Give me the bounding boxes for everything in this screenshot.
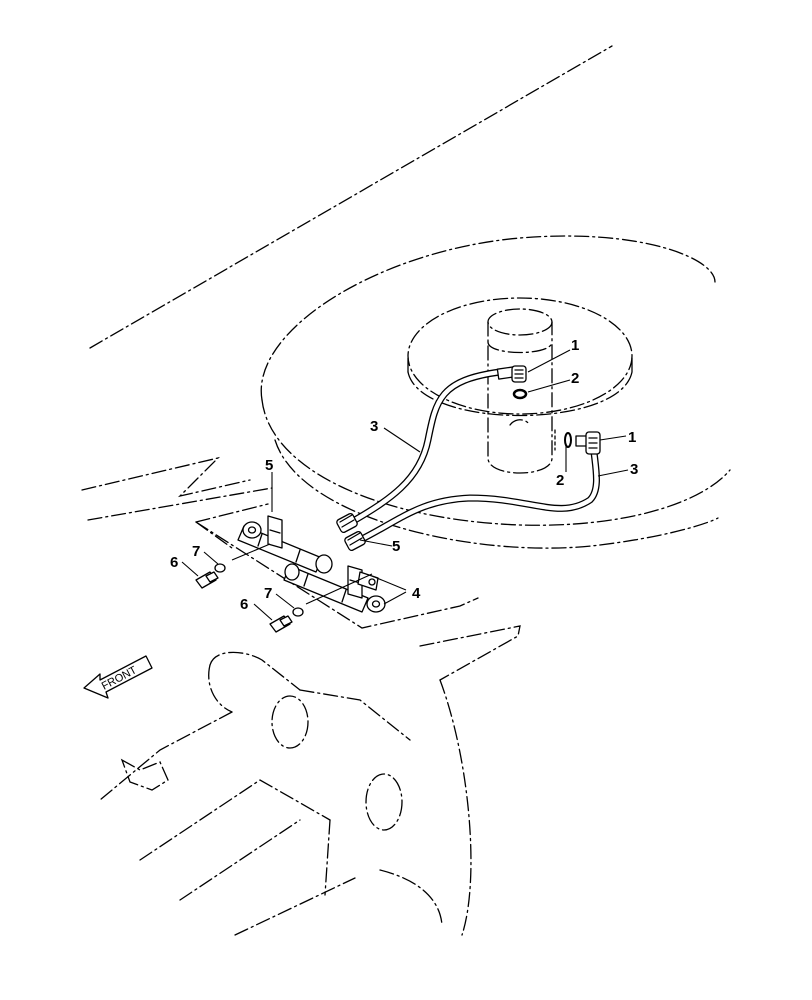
callout-1-right: 1 [628, 429, 636, 446]
leader-lines [181, 349, 629, 621]
washer-upper [214, 563, 226, 573]
elbow-fitting-right [575, 431, 601, 455]
callout-5-upper: 5 [265, 457, 273, 474]
lower-frame-outline [81, 456, 521, 936]
callout-2-right: 2 [556, 472, 564, 489]
upper-structure-outline [89, 45, 731, 549]
o-ring-right [564, 432, 572, 448]
elbow-fitting-upper [496, 365, 527, 383]
callout-3-upper: 3 [370, 418, 378, 435]
boom-foot-outline [99, 651, 443, 936]
callout-3-right: 3 [630, 461, 638, 478]
callout-7-upper: 7 [192, 543, 200, 560]
callout-5-lower: 5 [392, 538, 400, 555]
bracket-outline [195, 521, 233, 549]
callout-7-lower: 7 [264, 585, 272, 602]
bolt-upper [195, 571, 219, 589]
callout-6-upper: 6 [170, 554, 178, 571]
hose-end-fitting-upper [336, 513, 358, 533]
cylinder-assembly [237, 515, 386, 613]
o-ring-upper [512, 388, 528, 400]
bolt-lower [269, 615, 293, 633]
callout-6-lower: 6 [240, 596, 248, 613]
hose-end-fitting-lower [344, 531, 366, 551]
hose-upper [344, 368, 504, 528]
washer-lower [292, 607, 304, 617]
callout-1-upper: 1 [571, 337, 579, 354]
hose-lower [356, 448, 600, 544]
callout-2-upper: 2 [571, 370, 579, 387]
swivel-joint-collar-outline [407, 297, 633, 417]
callout-4: 4 [412, 585, 421, 602]
swivel-joint-body [487, 308, 553, 474]
front-direction-arrow: FRONT [83, 655, 153, 699]
